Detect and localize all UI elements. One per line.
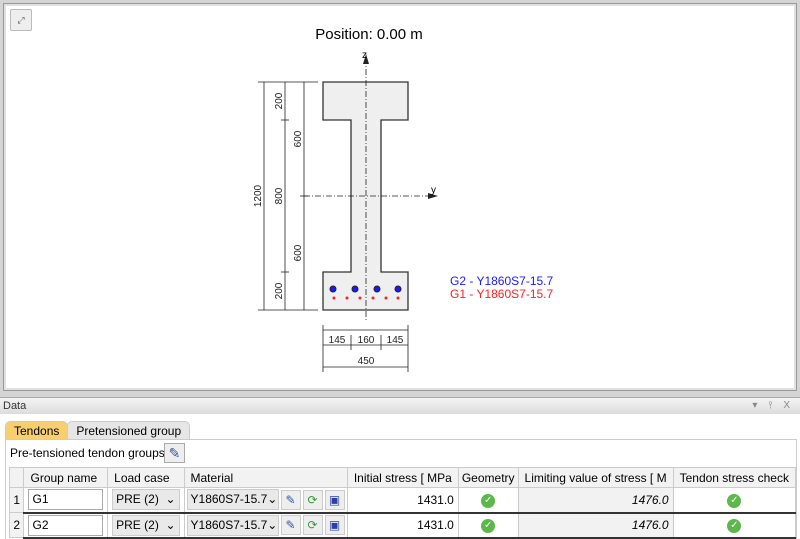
table-row: 2 G2 PRE (2)⌄ Y1860S7-15.7⌄✎⟳▣ 1431.0 ✓ … [8,512,797,539]
position-title: Position: 0.00 m [315,26,423,43]
tendons-g1 [332,296,400,300]
dim-total-height: 1200 [253,184,264,207]
refresh-icon[interactable]: ⟳ [302,515,323,535]
tab-pretensioned-group[interactable]: Pretensioned group [67,421,191,439]
table-header: Group name Load case Material Initial st… [8,467,797,488]
col-geometry[interactable]: Geometry [457,467,519,488]
toolbar-label: Pre-tensioned tendon groups [10,446,165,460]
tendon-groups-table: Group name Load case Material Initial st… [8,467,797,539]
dim-web: 160 [358,335,375,346]
row-number: 2 [8,512,25,538]
save-icon[interactable]: ▣ [324,515,345,535]
tab-tendons[interactable]: Tendons [5,421,69,439]
col-load-case[interactable]: Load case [107,467,185,488]
check-ok-icon: ✓ [481,493,496,508]
material-select[interactable]: Y1860S7-15.7⌄ [186,489,279,511]
col-material[interactable]: Material [183,467,348,488]
section-view[interactable]: ⤢ Position: 0.00 m [3,3,797,391]
chevron-down-icon: ⌄ [165,517,176,532]
data-panel: Data ▾ ⫯ X Tendons Pretensioned group Pr… [0,397,800,539]
initial-stress[interactable]: 1431.0 [346,487,459,514]
z-axis-label: z [362,50,367,61]
group-name-input[interactable]: G2 [28,514,104,536]
col-group-name[interactable]: Group name [23,467,109,488]
col-tendon-stress-check[interactable]: Tendon stress check [672,467,797,488]
chevron-down-icon: ⌄ [267,492,278,507]
dim-top-flange: 200 [274,92,285,109]
row-number: 1 [8,487,25,513]
chevron-down-icon: ⌄ [165,492,176,507]
group-name-input[interactable]: G1 [28,489,104,511]
col-initial-stress[interactable]: Initial stress [ MPa [346,467,459,488]
load-case-select[interactable]: PRE (2)⌄ [112,489,180,511]
initial-stress[interactable]: 1431.0 [346,512,459,539]
dimension-lines [258,81,409,372]
edit-material-icon[interactable]: ✎ [280,515,301,535]
edit-material-icon[interactable]: ✎ [280,489,301,510]
y-axis-label: y [431,185,436,196]
fit-to-view-icon[interactable]: ⤢ [10,9,32,31]
check-ok-icon: ✓ [481,519,496,533]
check-ok-icon: ✓ [727,519,742,533]
legend-g2: G2 - Y1860S7-15.7 [450,274,554,288]
dim-left-overhang: 145 [329,335,346,346]
chevron-down-icon: ⌄ [267,517,278,532]
legend-g1: G1 - Y1860S7-15.7 [450,287,554,301]
z-axis-arrow [363,54,369,64]
load-case-select[interactable]: PRE (2)⌄ [112,514,180,536]
table-row: 1 G1 PRE (2)⌄ Y1860S7-15.7⌄✎⟳▣ 1431.0 ✓ … [8,487,797,514]
save-icon[interactable]: ▣ [324,489,345,510]
tendons-g2 [329,285,402,293]
panel-controls[interactable]: ▾ ⫯ X [752,400,794,411]
dim-upper: 600 [293,130,304,147]
dim-bottom-flange: 200 [274,282,285,299]
dim-lower: 600 [293,244,304,261]
refresh-icon[interactable]: ⟳ [302,489,323,510]
axes [304,58,432,322]
panel-header: Data ▾ ⫯ X [0,398,800,414]
y-axis-arrow [428,193,438,199]
dim-middle: 800 [274,187,285,204]
edit-groups-button[interactable]: ✎ [164,443,185,463]
pencil-icon: ✎ [168,444,181,461]
cross-section-drawing: z y 1200 200 800 200 600 600 145 160 145… [253,50,554,372]
panel-title: Data [3,400,27,412]
material-select[interactable]: Y1860S7-15.7⌄ [186,514,279,536]
limiting-stress: 1476.0 [517,512,674,539]
dim-total-width: 450 [358,356,375,367]
col-limiting-stress[interactable]: Limiting value of stress [ M [517,467,674,488]
limiting-stress: 1476.0 [517,487,674,514]
dim-right-overhang: 145 [387,335,404,346]
section-shape [322,81,409,311]
check-ok-icon: ✓ [727,493,742,508]
